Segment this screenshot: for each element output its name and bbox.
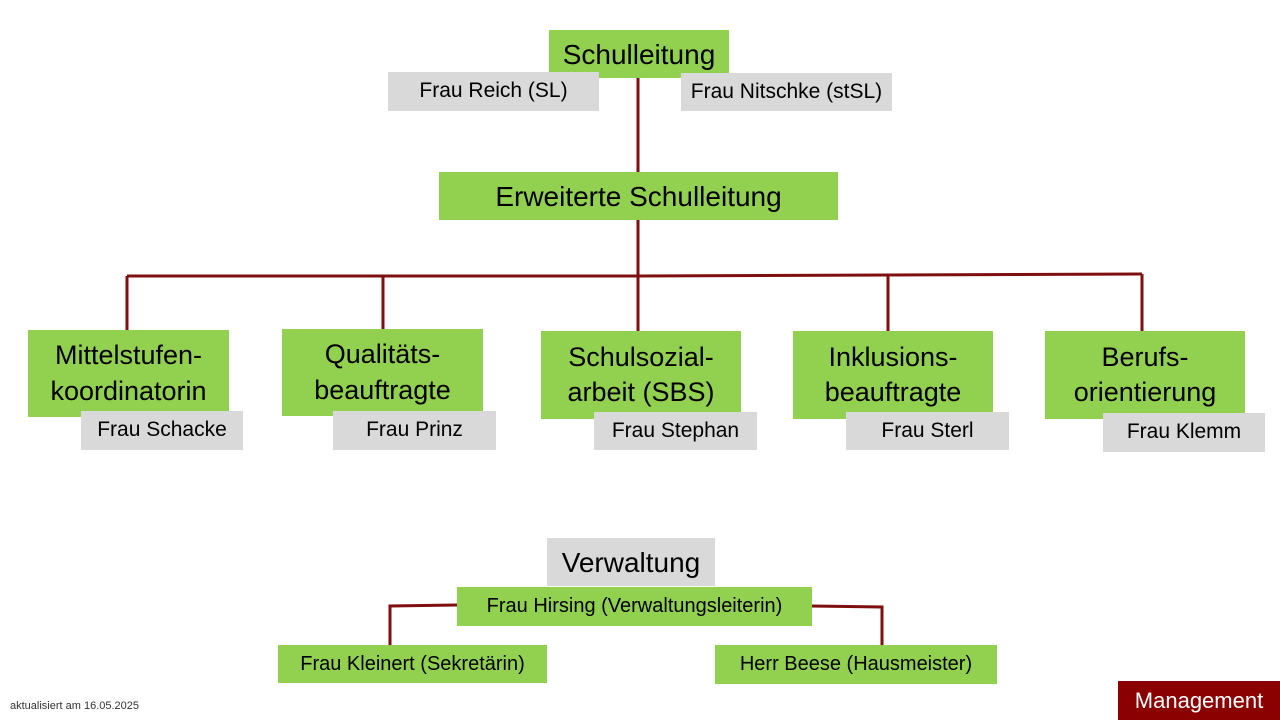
role-1-title: Mittelstufen- koordinatorin (28, 330, 229, 417)
administration-title: Verwaltung (547, 538, 715, 586)
administration-staff-1: Frau Kleinert (Sekretärin) (278, 645, 547, 683)
connector-bus (127, 272, 1143, 278)
connector-admin-right (810, 604, 884, 645)
leadership-person-2: Frau Nitschke (stSL) (681, 73, 892, 111)
role-3-title: Schulsozial- arbeit (SBS) (541, 331, 741, 419)
role-5-title: Berufs- orientierung (1045, 331, 1245, 419)
extended-leadership-title: Erweiterte Schulleitung (439, 172, 838, 220)
connector-admin-left (388, 603, 458, 645)
role-5-person: Frau Klemm (1103, 413, 1265, 452)
role-3-person: Frau Stephan (594, 412, 757, 450)
role-4-title: Inklusions- beauftragte (793, 331, 993, 419)
role-2-person: Frau Prinz (333, 411, 496, 450)
role-2-title: Qualitäts- beauftragte (282, 329, 483, 416)
role-1-person: Frau Schacke (81, 411, 243, 450)
role-4-person: Frau Sterl (846, 412, 1009, 450)
administration-staff-2: Herr Beese (Hausmeister) (715, 645, 997, 684)
updated-date: aktualisiert am 16.05.2025 (10, 700, 140, 712)
leadership-title: Schulleitung (549, 30, 729, 78)
leadership-person-1: Frau Reich (SL) (388, 72, 599, 111)
administration-head: Frau Hirsing (Verwaltungsleiterin) (457, 587, 812, 626)
section-badge: Management (1118, 681, 1280, 720)
